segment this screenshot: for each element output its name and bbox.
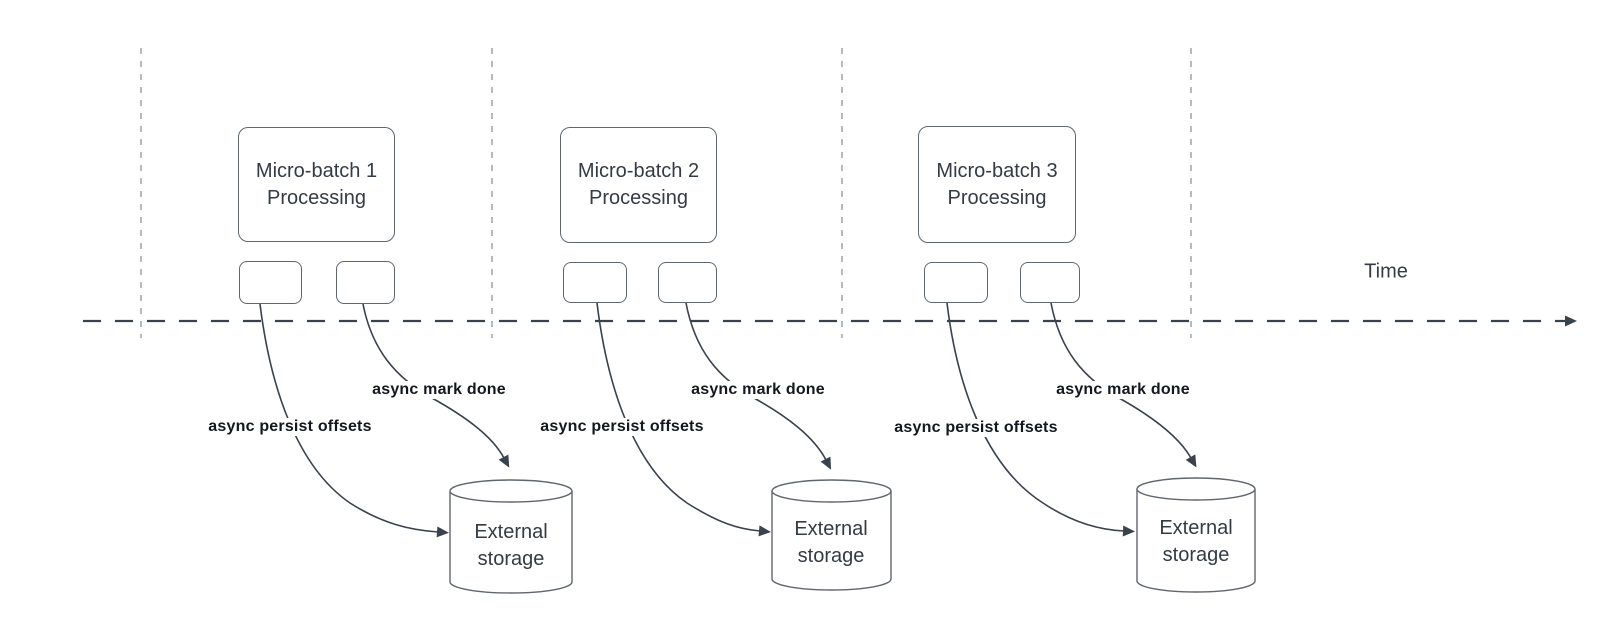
port-offsets-1 — [239, 261, 302, 304]
cylinder-3-label-line1: External — [1159, 517, 1233, 539]
microbatch-1-label-line2: Processing — [267, 186, 366, 209]
cylinder-3-body — [1136, 489, 1256, 593]
cylinder-1-label-line1: External — [474, 521, 548, 543]
port-done-3 — [1020, 262, 1080, 303]
port-offsets-2 — [563, 262, 627, 303]
cylinder-2-label-line2: storage — [797, 545, 865, 567]
edge-persist-offsets-3 — [946, 302, 1135, 537]
edge-persist-offsets-1 — [259, 303, 449, 538]
cylinder-2-body — [771, 491, 892, 591]
edge-label-mark-done-2: async mark done — [688, 381, 828, 399]
time-axis-label: Time — [1364, 260, 1408, 283]
cylinder-2-label: External storage — [794, 516, 867, 570]
edge-label-persist-offsets-2: async persist offsets — [537, 418, 707, 436]
cylinder-3-top — [1136, 477, 1256, 501]
edge-label-persist-offsets-3: async persist offsets — [891, 419, 1061, 437]
microbatch-2-label-line2: Processing — [589, 187, 688, 209]
cylinder-2-top — [771, 479, 892, 503]
port-done-2 — [658, 262, 717, 303]
microbatch-1-label-line1: Micro-batch 1 — [255, 159, 378, 182]
cylinder-3-label-line2: storage — [1162, 544, 1230, 566]
microbatch-3-label-line2: Processing — [947, 186, 1047, 209]
microbatch-2-label-line1: Micro-batch 2 — [577, 160, 700, 182]
cylinder-3-label: External storage — [1159, 515, 1232, 569]
edge-label-mark-done-1: async mark done — [369, 381, 509, 399]
microbatch-3-node: Micro-batch 3 Processing — [918, 126, 1076, 243]
cylinder-2-label-line1: External — [794, 518, 868, 540]
cylinder-1-label: External storage — [474, 519, 547, 573]
cylinder-1-body — [449, 491, 573, 594]
port-done-1 — [336, 261, 395, 304]
cylinder-1-label-line2: storage — [477, 548, 545, 570]
microbatch-2-node: Micro-batch 2 Processing — [560, 127, 717, 243]
edge-label-persist-offsets-1: async persist offsets — [205, 418, 375, 436]
port-offsets-3 — [924, 262, 988, 303]
edge-persist-offsets-2 — [596, 302, 771, 537]
cylinder-1-top — [449, 479, 573, 503]
microbatch-3-label-line1: Micro-batch 3 — [936, 159, 1058, 182]
microbatch-1-node: Micro-batch 1 Processing — [238, 127, 395, 242]
edge-label-mark-done-3: async mark done — [1053, 381, 1193, 399]
